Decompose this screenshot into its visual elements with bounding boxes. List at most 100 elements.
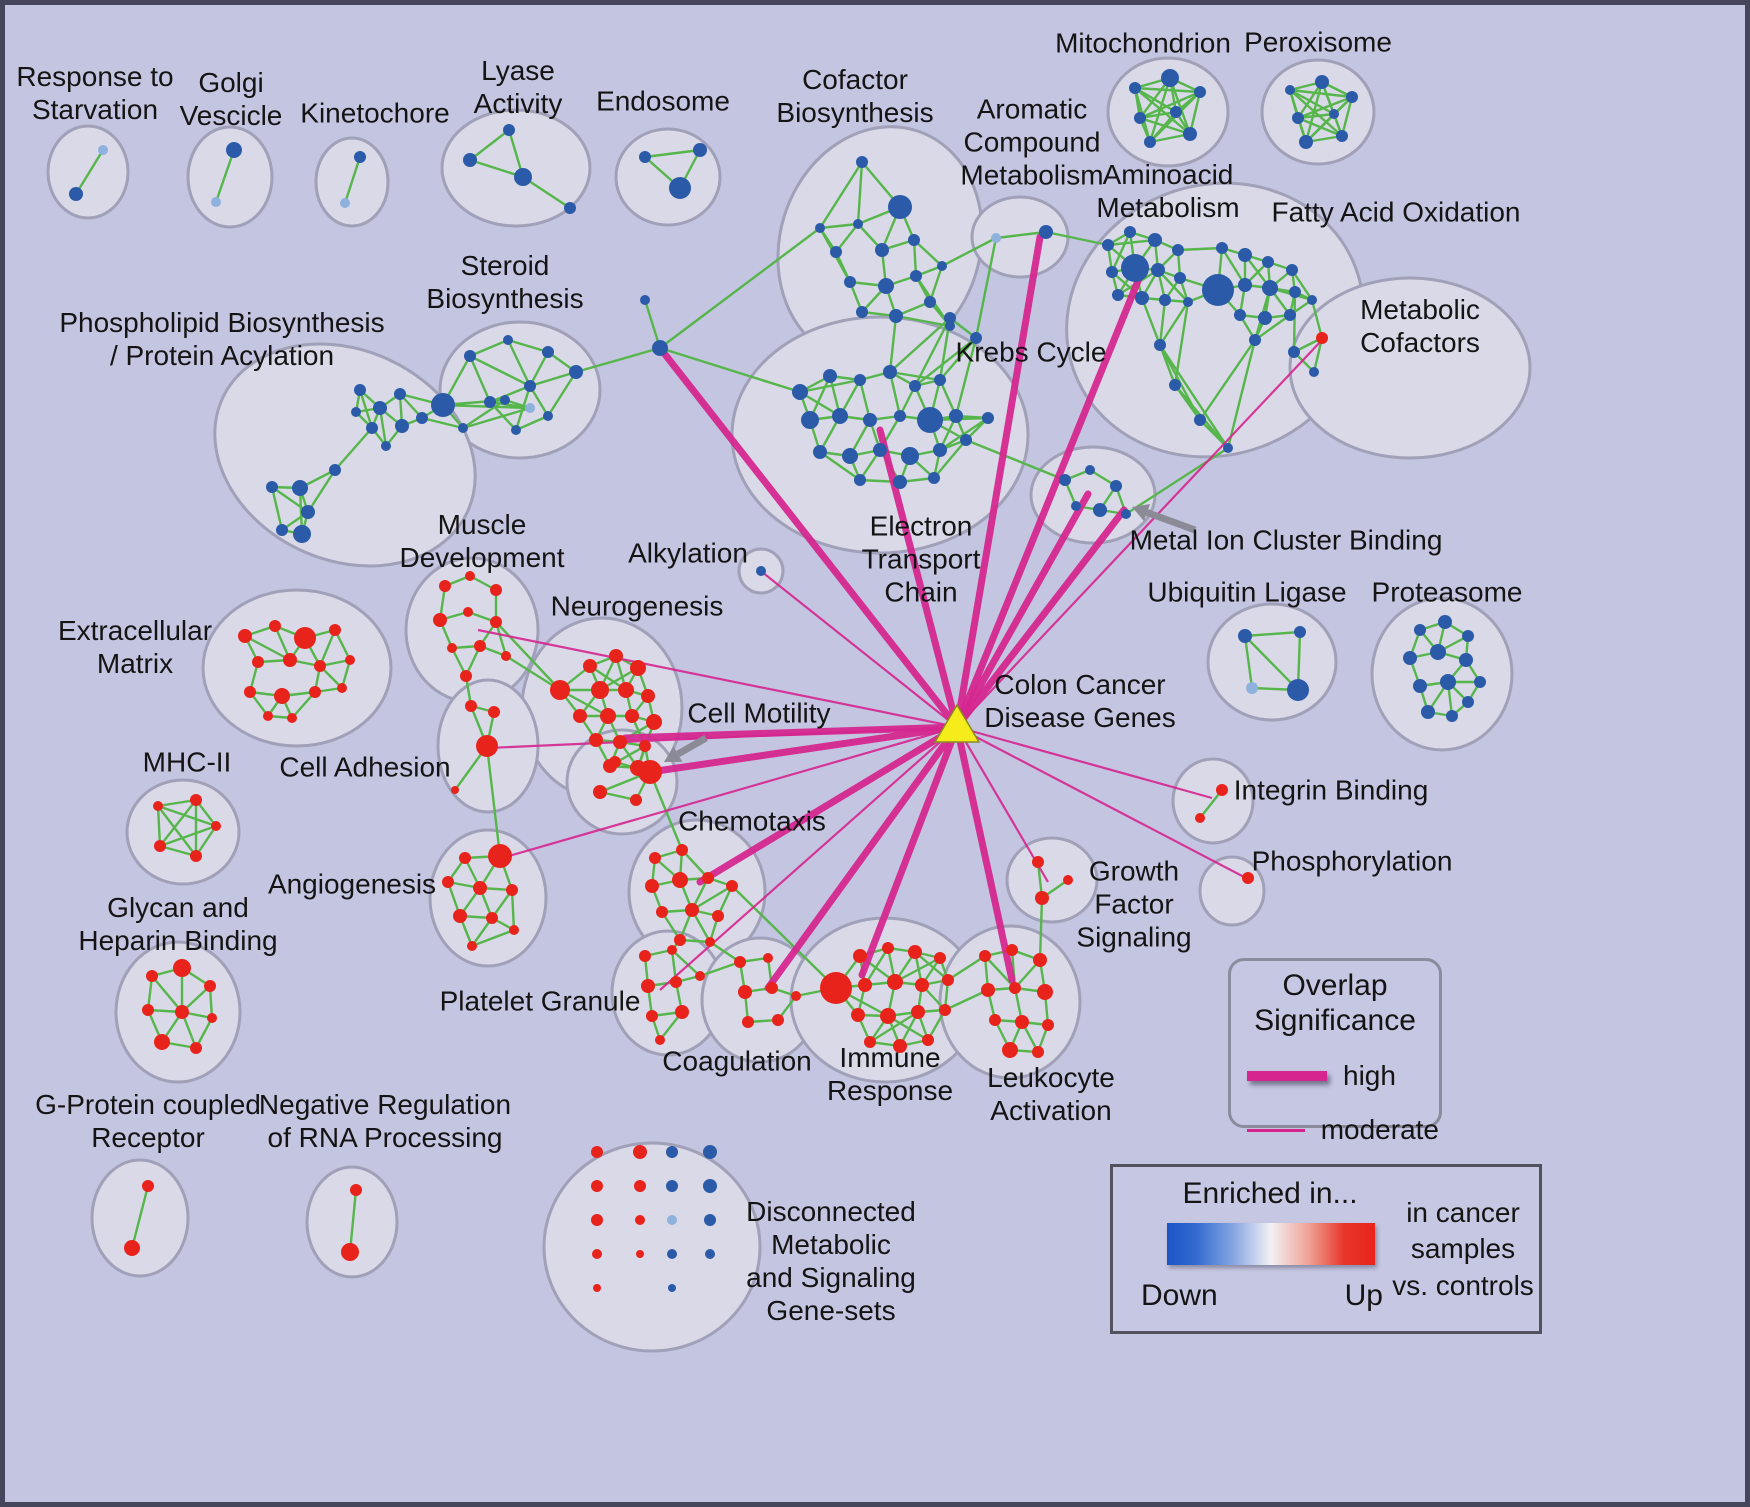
gene-set-node — [340, 198, 350, 208]
gene-set-node — [1039, 225, 1053, 239]
gene-set-node — [887, 974, 903, 990]
high-significance-line-swatch — [1247, 1071, 1327, 1081]
gene-set-node — [1112, 289, 1124, 301]
gene-set-node — [1148, 233, 1162, 247]
gene-set-node — [459, 852, 471, 864]
gene-set-edge — [912, 239, 918, 277]
bridge-edge — [941, 236, 997, 268]
gene-set-edge — [691, 884, 733, 912]
gene-set-node — [190, 850, 202, 862]
gene-set-node — [1287, 679, 1309, 701]
gene-set-edge — [156, 805, 162, 847]
gene-set-node — [463, 153, 477, 167]
gene-set-node — [645, 879, 659, 893]
gene-set-node — [873, 443, 887, 457]
gene-set-node — [670, 976, 682, 988]
gene-set-node — [1294, 626, 1306, 638]
gene-set-edge — [74, 149, 105, 195]
gene-set-edge — [270, 486, 284, 531]
gene-set-node — [703, 1145, 717, 1159]
gene-set-node — [1135, 291, 1149, 305]
gene-set-node — [1315, 75, 1329, 89]
gene-set-edge — [151, 975, 183, 1013]
legend-enriched-in: Enriched in... Down Up in cancer samples… — [1110, 1164, 1542, 1334]
gene-set-node — [609, 756, 621, 768]
gene-set-edge — [1340, 96, 1354, 137]
gene-set-edge — [799, 378, 861, 394]
gene-set-node — [991, 233, 1001, 243]
gene-set-node — [1015, 1015, 1029, 1029]
gene-set-node — [366, 422, 378, 434]
gene-set-node — [1462, 696, 1474, 708]
gene-set-node — [142, 1004, 154, 1016]
cluster-ellipse-metabolic-cofactors — [1288, 276, 1532, 460]
gene-set-node — [1032, 1046, 1044, 1058]
gene-set-node — [742, 1016, 754, 1028]
cluster-ellipse-growth-factor-signaling — [1005, 836, 1099, 924]
gene-set-edge — [1297, 112, 1335, 120]
layer-nodes — [69, 69, 1486, 1292]
gene-set-node — [1032, 856, 1044, 868]
gene-set-node — [1124, 226, 1136, 238]
legend-overlap-title: Overlap Significance — [1254, 969, 1416, 1037]
gene-set-edge — [818, 161, 864, 229]
gene-set-node — [851, 1008, 865, 1022]
gene-set-node — [226, 142, 242, 158]
gene-set-edge — [469, 338, 509, 358]
gene-set-node — [431, 393, 455, 417]
gene-set-node — [1093, 503, 1107, 517]
gene-set-edge — [306, 469, 337, 513]
gene-set-edge — [468, 355, 492, 403]
gene-set-node — [894, 410, 906, 422]
layer-hub — [933, 703, 981, 743]
gene-set-node — [1134, 112, 1146, 124]
gene-set-node — [636, 1250, 644, 1258]
gene-set-node — [373, 401, 387, 415]
gene-set-node — [276, 524, 288, 536]
gene-set-node — [124, 1240, 140, 1256]
bridge-edge — [974, 237, 998, 339]
gene-set-node — [823, 369, 837, 383]
gene-set-node — [1037, 984, 1053, 1000]
gene-set-node — [1172, 244, 1184, 256]
overlap-edge-moderate — [956, 726, 1247, 879]
gene-set-edge — [914, 337, 977, 387]
overlap-edge-high — [858, 723, 961, 979]
gene-set-node — [1195, 813, 1205, 823]
gene-set-node — [842, 448, 858, 464]
gene-set-node — [1035, 891, 1049, 905]
gene-set-edge — [469, 354, 531, 388]
gene-set-node — [524, 380, 536, 392]
annotation-arrow-head — [1132, 504, 1151, 521]
overlap-edge-moderate — [487, 725, 958, 750]
gene-set-edge — [939, 337, 977, 381]
annotation-arrow-shaft — [1145, 509, 1197, 534]
gene-set-node — [863, 413, 877, 427]
gene-set-node — [1071, 501, 1081, 511]
gene-set-node — [354, 151, 366, 163]
gene-set-node — [633, 1145, 647, 1159]
cluster-ellipse-phosphorylation — [1198, 855, 1266, 927]
gene-set-edge — [928, 265, 944, 303]
gene-set-node — [488, 706, 500, 718]
bridge-edge — [944, 988, 989, 1012]
gene-set-node — [630, 794, 642, 806]
gene-set-node — [1174, 272, 1186, 284]
gene-set-node — [734, 956, 746, 968]
gene-set-node — [915, 978, 929, 992]
bridge-edge — [505, 654, 561, 692]
bridge-edge — [643, 299, 662, 349]
overlap-edge-moderate — [501, 725, 958, 860]
gene-set-node — [646, 714, 662, 730]
gene-set-node — [442, 876, 454, 888]
gene-set-edge — [515, 414, 549, 432]
gene-set-node — [685, 903, 699, 917]
gene-set-node — [591, 681, 609, 699]
gene-set-node — [1242, 872, 1254, 884]
gene-set-node — [1042, 1019, 1054, 1031]
overlap-edge-moderate — [477, 628, 958, 729]
gene-set-edge — [1134, 86, 1177, 114]
gene-set-node — [1106, 266, 1118, 278]
gene-set-edge — [895, 314, 951, 328]
gene-set-node — [514, 168, 532, 186]
